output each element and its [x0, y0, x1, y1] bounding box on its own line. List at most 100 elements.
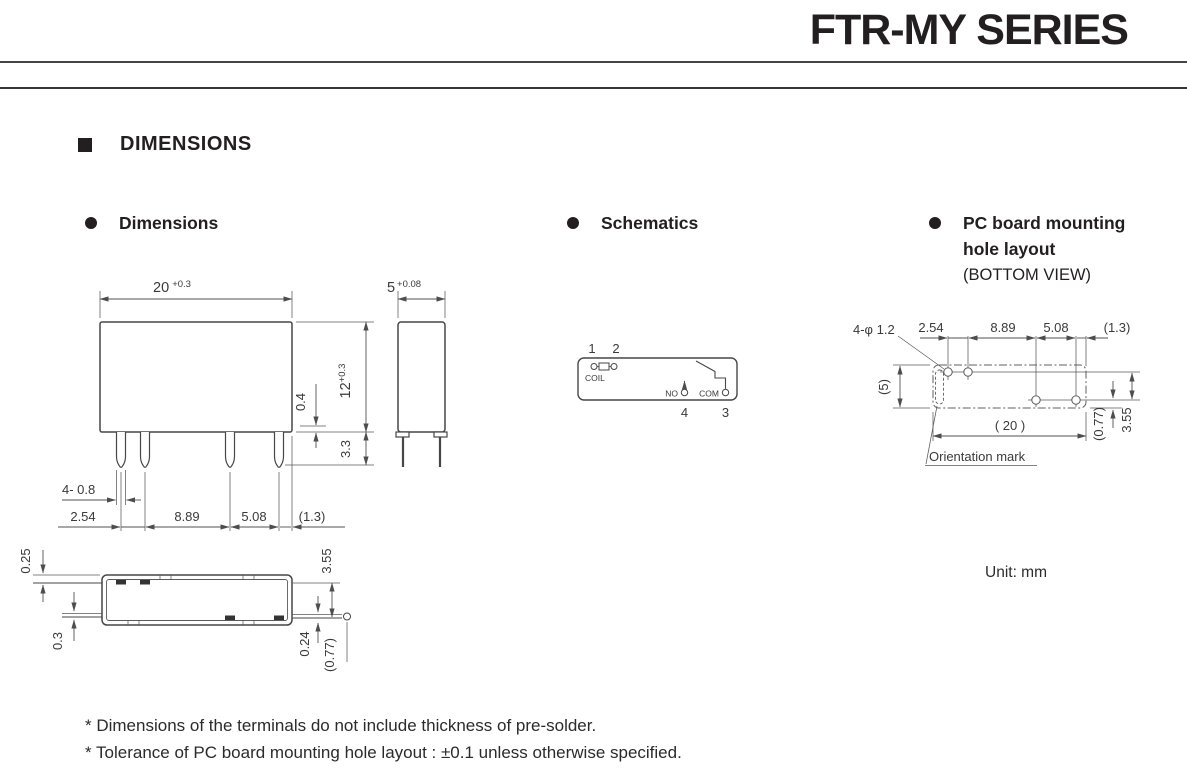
front-width-dimension: 20+0.3: [99, 279, 293, 318]
terminal-slot: [274, 615, 284, 620]
pcb-heading-line1: PC board mounting: [963, 213, 1126, 233]
svg-text:(0.77): (0.77): [1091, 407, 1106, 441]
terminal-pin: [273, 432, 285, 468]
footnotes: * Dimensions of the terminals do not inc…: [85, 712, 682, 766]
pcb-d077-dimension: (0.77): [1090, 381, 1122, 441]
svg-text:3.55: 3.55: [319, 548, 334, 573]
svg-text:0.24: 0.24: [297, 631, 312, 656]
pcb-layout-drawing: 2.54 8.89 5.08 (1.3) 4-φ 1.2 (5) ( 20 ): [853, 320, 1140, 466]
pcb-pitch-dimensions: 2.54 8.89 5.08 (1.3): [918, 320, 1131, 341]
header-rule-top: [0, 61, 1187, 63]
svg-text:(0.77): (0.77): [322, 638, 337, 672]
subsection-dimensions: Dimensions: [85, 210, 218, 236]
orientation-mark-shape: [935, 369, 944, 405]
terminal-foot: [395, 431, 410, 438]
front-terminal-length-dimension: 3.3: [285, 431, 374, 466]
datum-circle: [343, 612, 351, 621]
svg-text:4- 0.8: 4- 0.8: [62, 482, 95, 497]
bottom-d024-dimension: 0.24: [297, 596, 321, 657]
no-label: NO: [665, 389, 678, 399]
subsection-schematics-label: Schematics: [601, 213, 699, 233]
pcb-d355-dimension: 3.55: [1119, 372, 1135, 433]
pcb-outline: [932, 364, 1087, 409]
com-pin-number: 3: [722, 405, 729, 420]
svg-text:8.89: 8.89: [990, 320, 1015, 335]
terminal-slot: [225, 615, 235, 620]
pcb-width-dimension: ( 20 ): [932, 412, 1087, 441]
terminal-slot: [116, 580, 126, 585]
footnote-tolerance: * Tolerance of PC board mounting hole la…: [85, 743, 682, 762]
subsection-pcb: PC board mounting hole layout (BOTTOM VI…: [929, 210, 1125, 288]
relay-body-side: [397, 321, 446, 433]
round-bullet-icon: [929, 217, 941, 229]
bottom-d355-dimension: 3.55: [319, 548, 335, 618]
pcb-hole-diameter-label: 4-φ 1.2: [853, 322, 945, 370]
svg-text:5.08: 5.08: [1043, 320, 1068, 335]
svg-text:4-φ 1.2: 4-φ 1.2: [853, 322, 895, 337]
side-width-dimension: 5+0.08: [387, 279, 446, 318]
relay-body-bottom: [101, 574, 293, 626]
bottom-d025-dimension: 0.25: [18, 548, 46, 602]
round-bullet-icon: [567, 217, 579, 229]
svg-text:3.55: 3.55: [1119, 407, 1134, 432]
unit-label: Unit: mm: [985, 564, 1047, 581]
svg-text:0.3: 0.3: [50, 632, 65, 650]
footnote-presolder: * Dimensions of the terminals do not inc…: [85, 716, 597, 735]
svg-text:0.4: 0.4: [293, 393, 308, 411]
pcb-heading-line3: (BOTTOM VIEW): [963, 266, 1092, 284]
subsection-dimensions-label: Dimensions: [119, 213, 219, 233]
schematic-drawing: 1 2 COIL NO COM 4 3: [577, 341, 738, 420]
svg-text:(1.3): (1.3): [299, 509, 326, 524]
front-view-drawing: 20+0.3 12+0.3 0.4 3.3: [58, 279, 374, 531]
bottom-view-drawing: 0.25 0.3 3.55 0.24 (0.77): [18, 548, 351, 672]
coil-label: COIL: [585, 373, 605, 383]
svg-text:8.89: 8.89: [174, 509, 199, 524]
no-terminal-circle: [680, 388, 689, 397]
mounting-hole: [1031, 395, 1041, 405]
svg-text:5+0.08: 5+0.08: [387, 279, 421, 296]
coil-terminal-circle: [610, 363, 618, 370]
section-heading-dimensions: DIMENSIONS: [78, 133, 252, 156]
svg-text:2.54: 2.54: [70, 509, 95, 524]
coil-pin1-number: 1: [588, 341, 595, 356]
pcb-height-dimension: (5): [876, 364, 930, 409]
svg-text:(1.3): (1.3): [1104, 320, 1131, 335]
front-standoff-dimension: 0.4: [293, 384, 326, 448]
front-pitch-dimensions: 2.54 8.89 5.08 (1.3): [58, 436, 345, 531]
terminal-pin: [139, 432, 151, 468]
bottom-d03-dimension: 0.3: [50, 592, 77, 650]
pcb-heading-line2: hole layout: [963, 239, 1056, 259]
coil-pin2-number: 2: [612, 341, 619, 356]
svg-text:(5): (5): [876, 379, 891, 395]
svg-text:2.54: 2.54: [918, 320, 943, 335]
side-view-drawing: 5+0.08: [387, 279, 448, 467]
terminal-pin: [224, 432, 236, 468]
terminal-pin: [115, 432, 127, 468]
square-bullet-icon: [78, 137, 92, 152]
mounting-hole: [1071, 395, 1081, 405]
svg-text:0.25: 0.25: [18, 548, 33, 573]
svg-text:3.3: 3.3: [338, 440, 353, 458]
relay-body-bottom-inner: [106, 579, 288, 621]
coil-terminal-circle: [590, 363, 598, 370]
schematic-box: [577, 357, 738, 401]
mounting-hole: [963, 367, 973, 377]
section-heading-label: DIMENSIONS: [120, 133, 252, 155]
front-height-dimension: 12+0.3: [296, 321, 374, 433]
case-vent-ticks: [127, 575, 255, 625]
subsection-schematics: Schematics: [567, 210, 698, 236]
bottom-d077-dimension: (0.77): [322, 622, 348, 672]
mounting-hole: [943, 367, 953, 377]
page-title: FTR-MY SERIES: [809, 6, 1129, 54]
svg-text:20+0.3: 20+0.3: [153, 279, 191, 296]
svg-text:( 20 ): ( 20 ): [995, 418, 1025, 433]
coil-symbol: [598, 362, 610, 371]
svg-text:5.08: 5.08: [241, 509, 266, 524]
com-label: COM: [699, 389, 719, 399]
svg-text:Orientation mark: Orientation mark: [929, 449, 1026, 464]
switch-arm: [695, 360, 727, 389]
svg-text:12+0.3: 12+0.3: [337, 364, 354, 399]
com-terminal-circle: [721, 388, 730, 397]
header-rule-bottom: [0, 87, 1187, 89]
